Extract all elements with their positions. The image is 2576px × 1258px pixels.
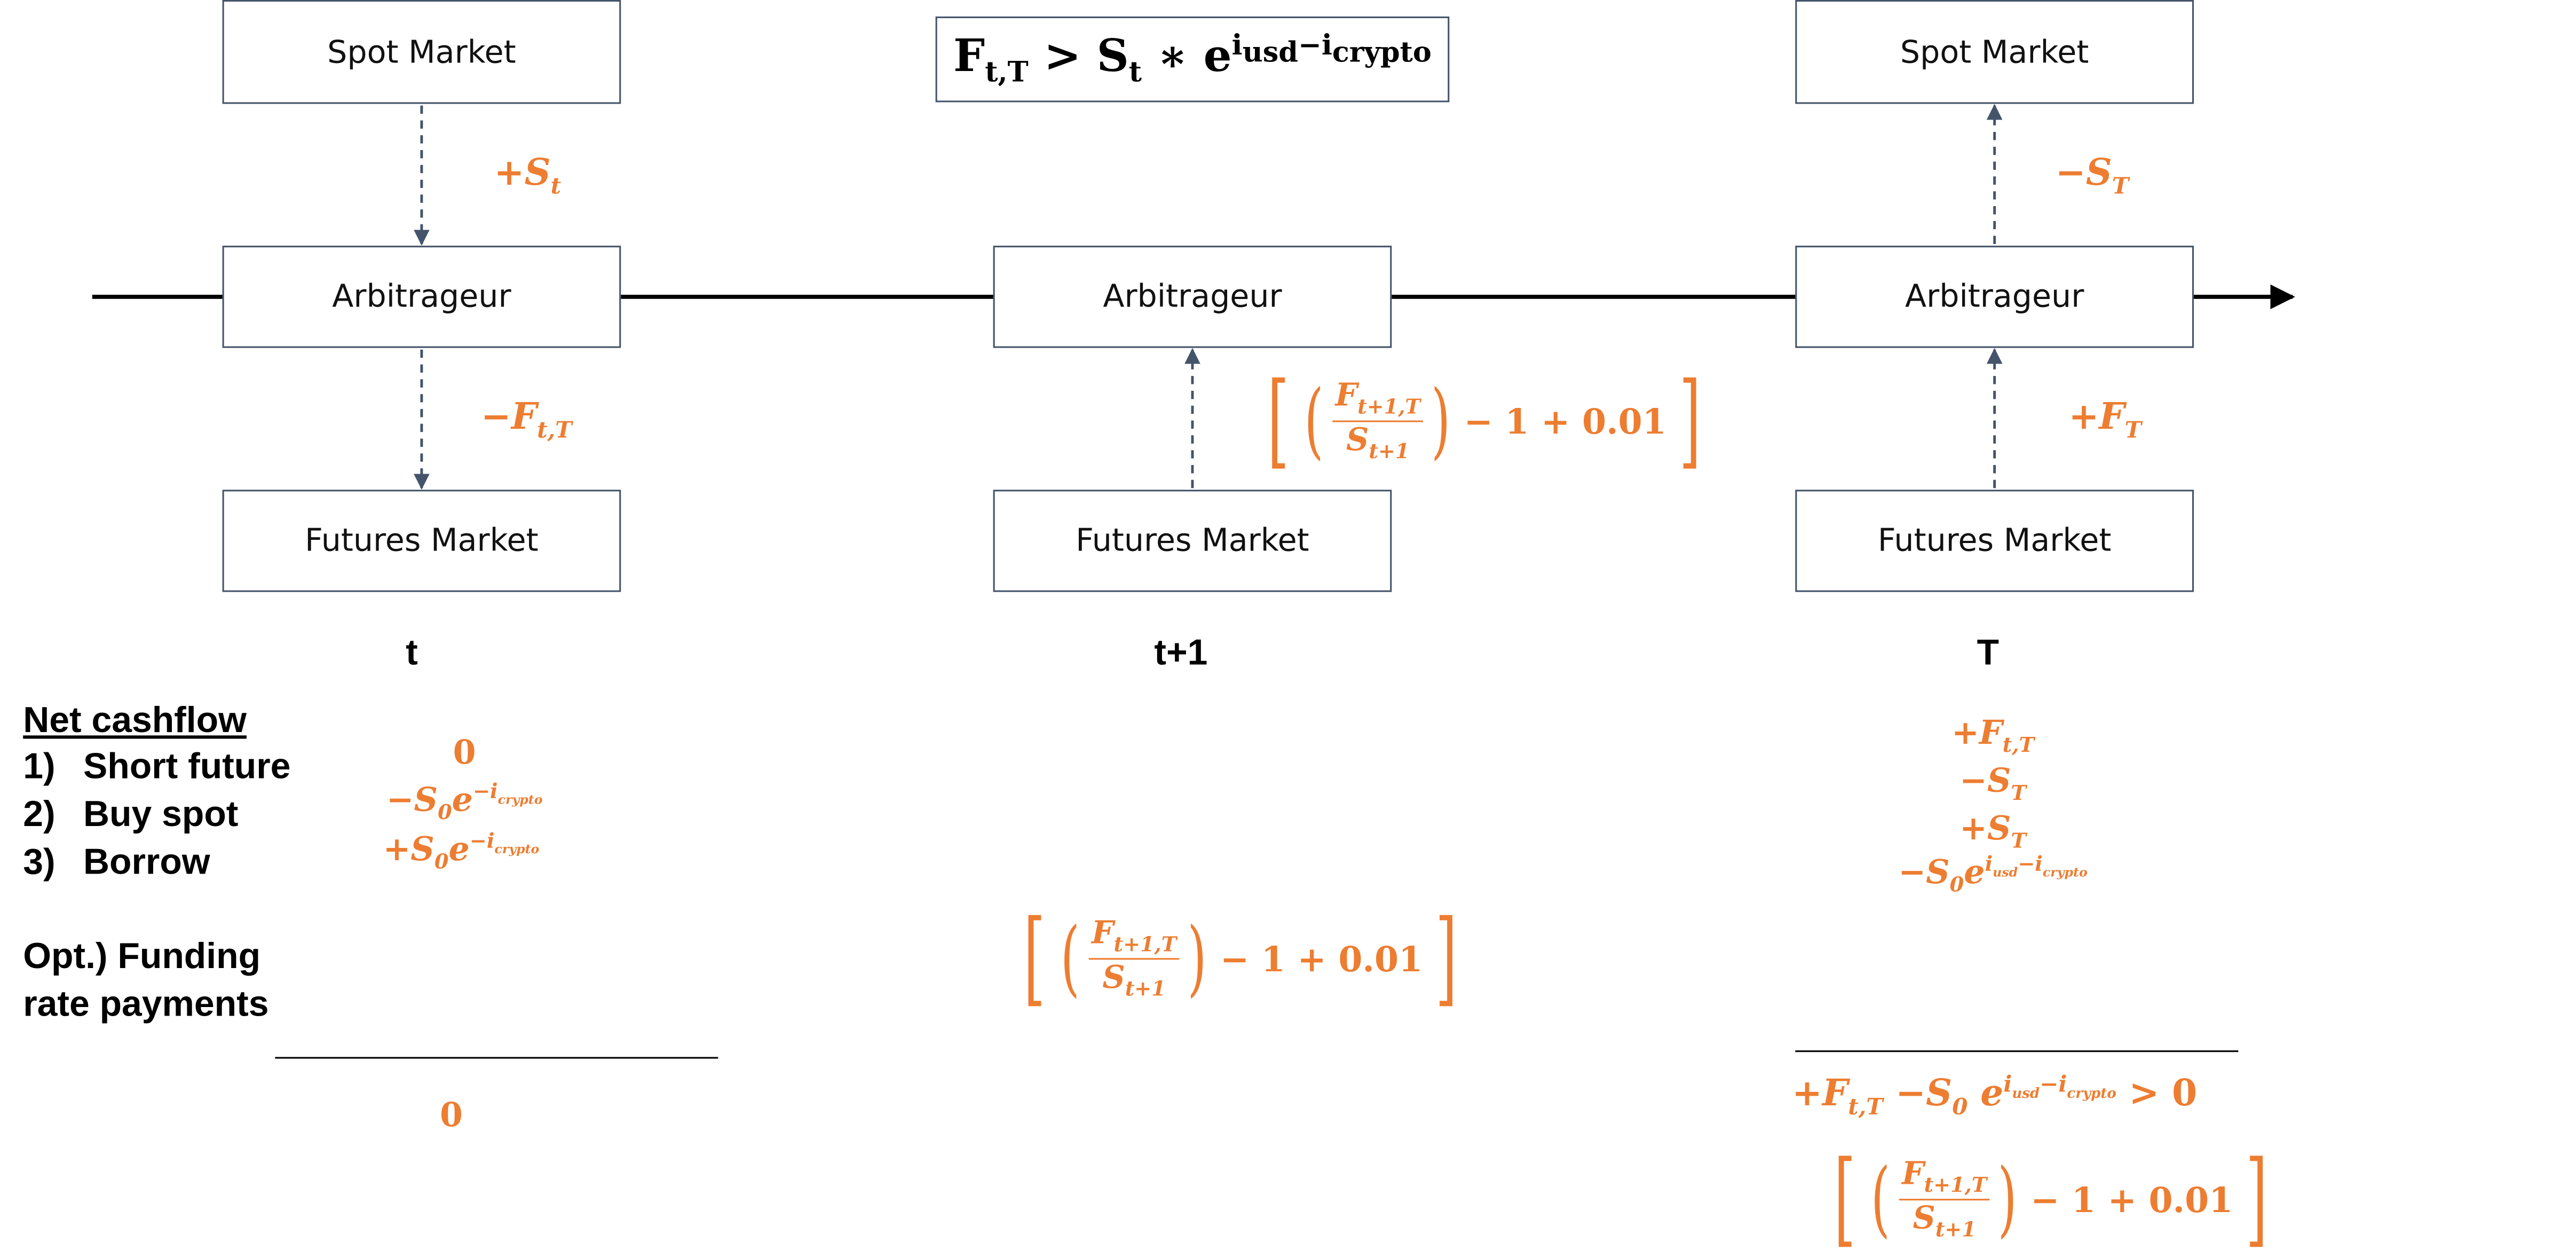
cashflow-T-spot-buy: +ST [1959, 808, 2026, 853]
cashflow-T-spot-sell: −ST [1959, 760, 2026, 805]
arbitrageur-box-T: Arbitrageur [1795, 246, 2194, 348]
spot-market-box-T: Spot Market [1795, 0, 2194, 104]
flow-label-t-futures: −Ft,T [480, 396, 572, 444]
arbitrageur-box-t: Arbitrageur [222, 246, 621, 348]
timeline-label-t1: t+1 [1154, 631, 1208, 673]
net-cashflow-T: +Ft,T −S0 eiusd−icrypto > 0 [1792, 1072, 2198, 1121]
sum-line-t [275, 1057, 718, 1059]
cashflow-t-short-future: 0 [453, 732, 476, 772]
legend-item-short-future: 1)Short future [23, 745, 291, 787]
sum-line-T [1795, 1050, 2239, 1052]
futures-market-box-T: Futures Market [1795, 490, 2194, 592]
cashflow-T-repay-borrow: −S0eiusd−icrypto [1898, 851, 2088, 897]
flow-label-t-spot: +St [494, 152, 562, 200]
flow-label-T-spot: −ST [2055, 152, 2129, 200]
timeline-label-T: T [1977, 631, 2000, 673]
net-cashflow-t: 0 [439, 1095, 463, 1135]
cashflow-t-buy-spot: −S0e−icrypto [386, 778, 543, 824]
arbitrageur-box-t1: Arbitrageur [993, 246, 1392, 348]
futures-market-box-t1: Futures Market [993, 490, 1392, 592]
net-cashflow-title: Net cashflow [23, 699, 247, 741]
cashflow-t-borrow: +S0e−icrypto [383, 828, 540, 874]
flow-label-T-futures: +FT [2068, 396, 2142, 444]
legend-opt-funding-line2: rate payments [23, 982, 269, 1024]
arbitrage-condition-box: Ft,T > St ∗ eiusd−icrypto [935, 16, 1450, 103]
legend-item-borrow: 3)Borrow [23, 840, 210, 883]
futures-market-box-t: Futures Market [222, 490, 621, 592]
cashflow-T-futures: +Ft,T [1951, 712, 2035, 757]
spot-market-box-t: Spot Market [222, 0, 621, 104]
legend-item-buy-spot: 2)Buy spot [23, 793, 239, 835]
legend-opt-funding-line1: Opt.) Funding [23, 935, 261, 977]
condition-equation: Ft,T > St ∗ eiusd−icrypto [953, 29, 1432, 90]
timeline-label-t: t [406, 631, 418, 673]
